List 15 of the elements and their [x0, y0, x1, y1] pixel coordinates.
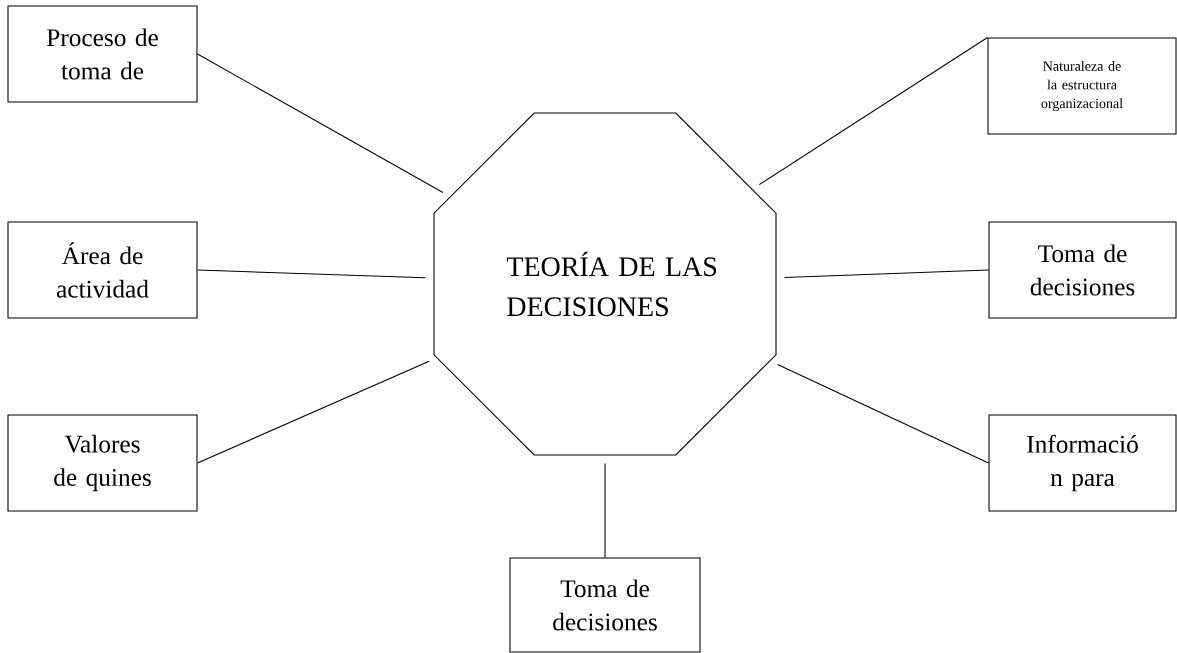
- topic-box: Naturaleza de la estructura organizacional: [987, 37, 1177, 135]
- connector-line: [777, 364, 989, 464]
- topic-box: Valores de quines: [7, 414, 198, 512]
- connector-line: [758, 36, 988, 186]
- octagon-node: TEORÍA DE LAS DECISIONES: [433, 112, 777, 456]
- topic-box: Toma de decisiones: [509, 557, 701, 653]
- connector-line: [783, 269, 989, 278]
- topic-box: Toma de decisiones: [988, 221, 1177, 319]
- topic-box: Informació n para: [988, 414, 1177, 512]
- topic-box: Área de actividad: [7, 221, 198, 319]
- connector-line: [197, 360, 430, 464]
- topic-box: Proceso de toma de: [7, 5, 198, 103]
- connector-line: [197, 53, 444, 194]
- connector-line: [197, 269, 427, 279]
- connector-line: [604, 463, 606, 558]
